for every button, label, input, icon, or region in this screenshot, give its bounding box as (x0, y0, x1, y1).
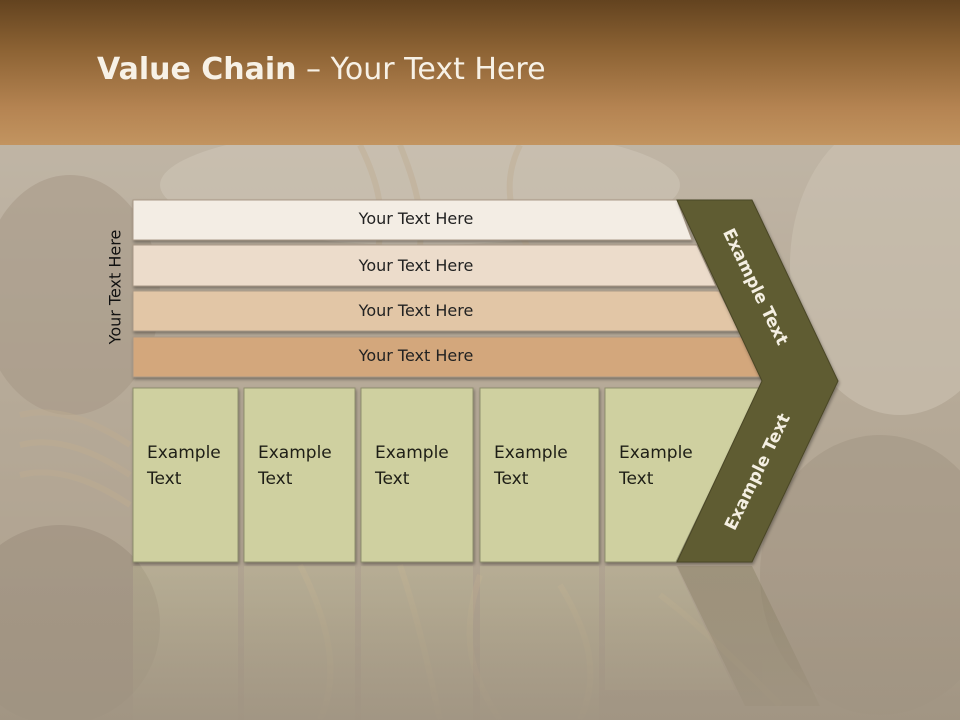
bar-2-label: Your Text Here (358, 256, 474, 275)
slide-title: Value Chain – Your Text Here (97, 52, 546, 87)
box-2 (243, 387, 356, 563)
chevron-shape (676, 199, 839, 563)
reflection-fade (0, 565, 960, 720)
bar-1 (132, 199, 693, 241)
bar-2 (132, 244, 717, 287)
bar-1-label: Your Text Here (358, 209, 474, 228)
bar-4-label: Your Text Here (358, 346, 474, 365)
bar-3-label: Your Text Here (358, 301, 474, 320)
header-band: Value Chain – Your Text Here (0, 0, 960, 145)
title-bold: Value Chain (97, 52, 297, 87)
box-1 (132, 387, 239, 563)
box-5 (604, 387, 761, 563)
box-4 (479, 387, 600, 563)
box-3 (360, 387, 474, 563)
title-rest: – Your Text Here (296, 52, 546, 87)
